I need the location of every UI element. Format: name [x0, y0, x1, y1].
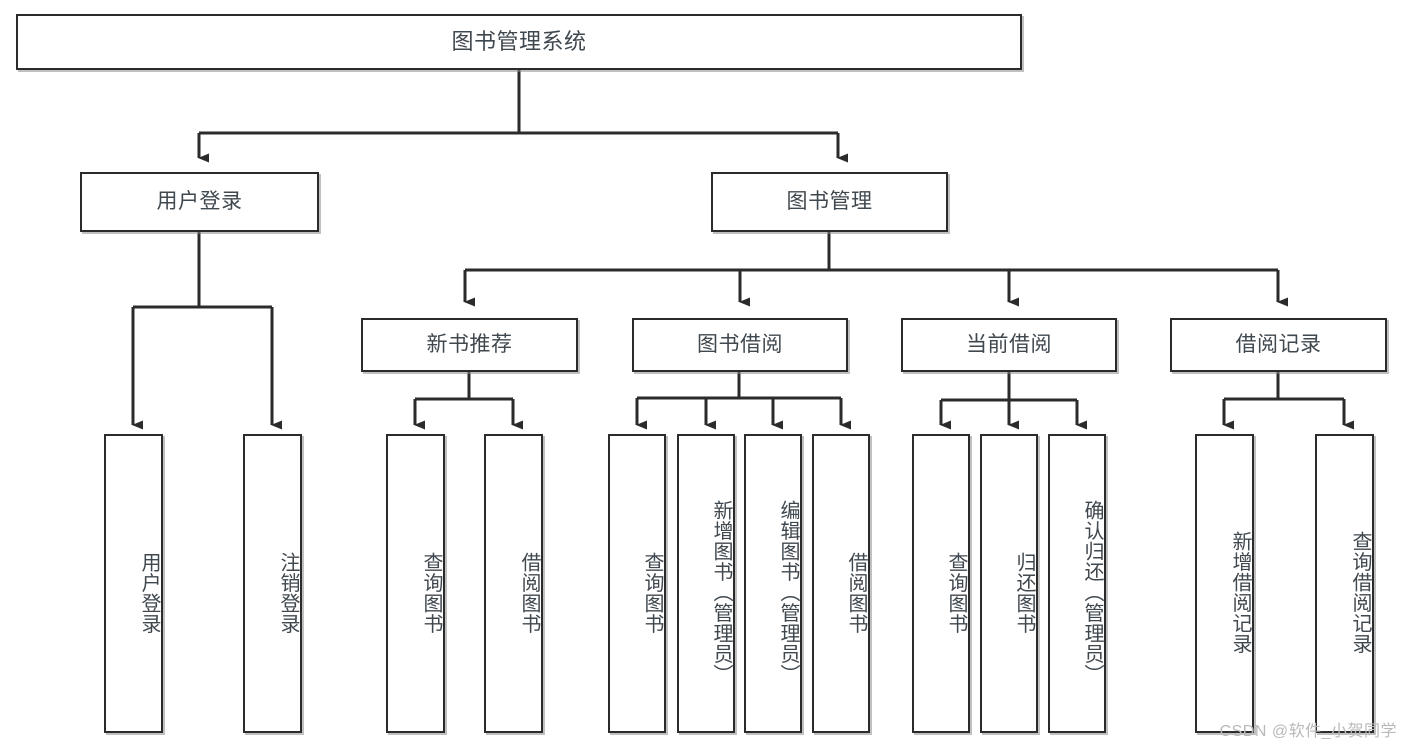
node-borrow-record-label: 借阅记录: [1235, 333, 1322, 357]
node-leaf-edit-book-label: 编辑图书（管理员）: [777, 500, 799, 685]
node-leaf-add-borrow-record-label: 新增借阅记录: [1229, 531, 1251, 654]
node-leaf-user-login-label: 用户登录: [138, 551, 160, 634]
node-leaf-query-book-2-label: 查询图书: [641, 551, 663, 634]
node-root[interactable]: 图书管理系统: [16, 14, 1022, 70]
node-new-book-recommend-label: 新书推荐: [426, 333, 513, 357]
node-leaf-user-login[interactable]: 用户登录: [104, 434, 163, 733]
node-current-borrow[interactable]: 当前借阅: [901, 318, 1117, 372]
node-borrow-record[interactable]: 借阅记录: [1170, 318, 1387, 372]
node-current-borrow-label: 当前借阅: [966, 333, 1052, 357]
node-leaf-add-book-label: 新增图书（管理员）: [710, 500, 732, 685]
node-leaf-logout-login[interactable]: 注销登录: [243, 434, 302, 733]
node-leaf-borrow-book-1-label: 借阅图书: [518, 551, 540, 634]
node-leaf-borrow-book-1[interactable]: 借阅图书: [484, 434, 543, 733]
node-leaf-borrow-book-2[interactable]: 借阅图书: [812, 434, 870, 733]
node-book-management-label: 图书管理: [786, 190, 873, 214]
node-leaf-logout-login-label: 注销登录: [277, 551, 299, 634]
node-leaf-confirm-return[interactable]: 确认归还（管理员）: [1048, 434, 1106, 733]
node-leaf-query-book-2[interactable]: 查询图书: [608, 434, 666, 733]
csdn-watermark: CSDN @软件_小贺同学: [1219, 723, 1397, 740]
node-leaf-return-book-label: 归还图书: [1013, 551, 1035, 634]
node-book-management[interactable]: 图书管理: [711, 172, 948, 232]
node-leaf-borrow-book-2-label: 借阅图书: [845, 551, 867, 634]
node-leaf-query-book-3[interactable]: 查询图书: [912, 434, 970, 733]
node-leaf-add-book[interactable]: 新增图书（管理员）: [677, 434, 735, 733]
node-root-label: 图书管理系统: [451, 28, 587, 54]
node-leaf-confirm-return-label: 确认归还（管理员）: [1081, 500, 1103, 685]
node-user-login-label: 用户登录: [156, 190, 243, 214]
node-leaf-query-borrow-record-label: 查询借阅记录: [1349, 531, 1371, 654]
node-leaf-query-book-1-label: 查询图书: [420, 551, 442, 634]
node-leaf-query-book-1[interactable]: 查询图书: [386, 434, 445, 733]
node-leaf-query-borrow-record[interactable]: 查询借阅记录: [1315, 434, 1374, 733]
node-new-book-recommend[interactable]: 新书推荐: [361, 318, 578, 372]
node-user-login[interactable]: 用户登录: [80, 172, 319, 232]
node-book-borrow-label: 图书借阅: [697, 333, 783, 357]
node-leaf-return-book[interactable]: 归还图书: [980, 434, 1038, 733]
node-leaf-query-book-3-label: 查询图书: [945, 551, 967, 634]
node-leaf-add-borrow-record[interactable]: 新增借阅记录: [1195, 434, 1254, 733]
node-book-borrow[interactable]: 图书借阅: [632, 318, 848, 372]
node-leaf-edit-book[interactable]: 编辑图书（管理员）: [744, 434, 802, 733]
